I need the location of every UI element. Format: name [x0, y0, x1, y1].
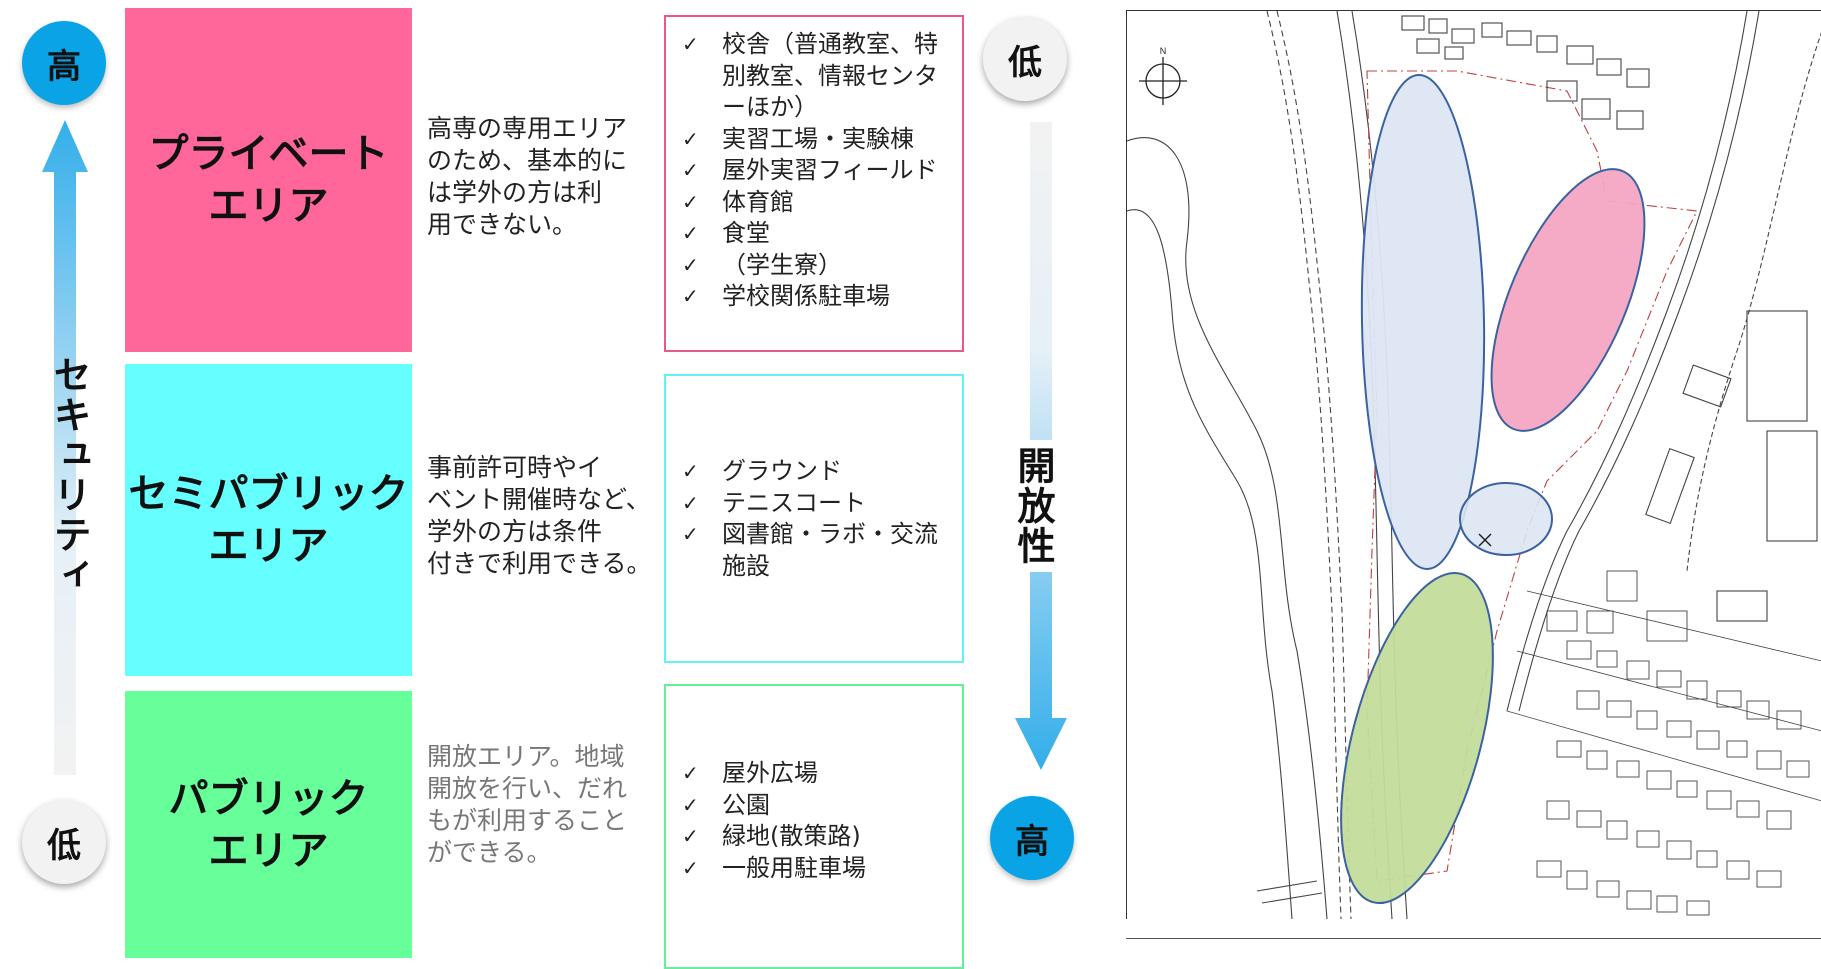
semi-public-hub-ellipse [1459, 482, 1553, 556]
security-axis-label: セキュリティ [47, 355, 91, 595]
facility-item: ✓体育館 [682, 187, 794, 216]
high-openness-marker: 高 [990, 796, 1074, 880]
campus-map-drawing: N [1127, 11, 1821, 919]
public-area-block: パブリックエリア [125, 691, 412, 958]
private-area-description: 高専の専用エリアのため、基本的に は学外の方は利用できない。 [427, 114, 628, 239]
facility-item: ✓校舎（普通教室、特別教室、情報センターほか） [682, 30, 938, 121]
facility-item: ✓（学生寮） [682, 250, 842, 279]
north-label: N [1160, 46, 1167, 56]
semi-public-zone-ellipse [1360, 74, 1486, 570]
facility-item: ✓緑地(散策路) [682, 822, 861, 850]
facility-item: ✓食堂 [682, 219, 770, 247]
facility-item: ✓テニスコート [682, 488, 866, 517]
facility-item: ✓一般用駐車場 [682, 853, 866, 882]
public-facilities-box: ✓屋外広場 ✓公園 ✓緑地(散策路) ✓一般用駐車場 [664, 684, 964, 969]
north-arrow-icon [1139, 57, 1187, 105]
campus-map: N [1126, 10, 1821, 919]
public-zone-ellipse [1340, 571, 1494, 905]
low-openness-marker: 低 [983, 17, 1067, 101]
security-arrow [42, 120, 88, 775]
public-area-description: 開放エリア。地域開放を行い、だれ もが利用することができる。 [427, 742, 628, 867]
semi-public-area-block: セミパブリックエリア [125, 364, 412, 676]
facility-item: ✓屋外実習フィールド [682, 156, 938, 184]
facility-item: ✓公園 [682, 790, 770, 819]
private-zone-ellipse [1490, 168, 1646, 432]
map-bottom-rule [1126, 938, 1821, 939]
openness-axis-label: 開放性 [1006, 440, 1061, 572]
private-area-block: プライベートエリア [125, 8, 412, 352]
semi-public-area-description: 事前許可時やイベント開催時など、 学外の方は条件付きで利用できる。 [427, 453, 652, 578]
private-facilities-box: ✓校舎（普通教室、特別教室、情報センターほか） ✓実習工場・実験棟 ✓屋外実習フ… [664, 15, 964, 352]
semi-public-facilities-box: ✓グラウンド ✓テニスコート ✓図書館・ラボ・交流施設 [664, 374, 964, 663]
low-security-marker: 低 [22, 800, 106, 884]
facility-item: ✓屋外広場 [682, 759, 818, 787]
facility-item: ✓実習工場・実験棟 [682, 124, 914, 153]
facility-item: ✓グラウンド [682, 457, 842, 485]
facility-item: ✓図書館・ラボ・交流施設 [682, 520, 938, 580]
facility-item: ✓学校関係駐車場 [682, 282, 890, 310]
high-security-marker: 高 [22, 21, 106, 105]
